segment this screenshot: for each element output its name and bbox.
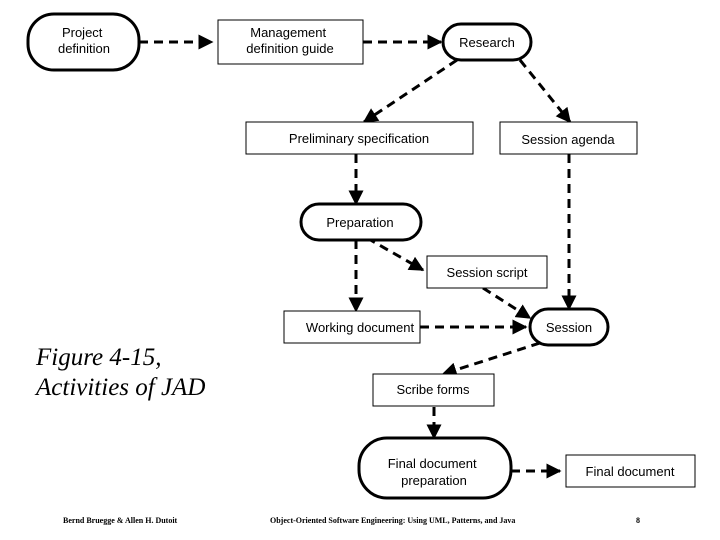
node-preparation [299, 202, 423, 242]
label-management-guide: Management definition guide [246, 25, 333, 56]
arrow-research-to-agenda [518, 59, 572, 124]
node-session [528, 307, 610, 347]
figure-caption: Figure 4-15, Activities of JAD [36, 343, 205, 403]
node-preliminary-spec [245, 121, 474, 155]
label-final-doc-prep: Final document preparation [388, 456, 481, 488]
footer-page-number: 8 [636, 516, 640, 525]
label-final-document: Final document [586, 464, 675, 479]
node-project-definition [26, 12, 141, 72]
label-preparation: Preparation [326, 215, 393, 230]
caption-line-2: Activities of JAD [36, 374, 206, 401]
footer-book-title: Object-Oriented Software Engineering: Us… [270, 516, 516, 525]
node-final-doc-prep [357, 436, 513, 500]
arrow-script-to-session [482, 286, 532, 320]
label-scribe-forms: Scribe forms [397, 382, 470, 397]
node-management-guide [217, 19, 364, 65]
label-preliminary-spec: Preliminary specification [289, 131, 429, 146]
node-scribe-forms [372, 373, 495, 407]
arrow-research-to-prelim [362, 58, 458, 124]
label-research: Research [459, 35, 515, 50]
node-session-agenda [499, 121, 638, 155]
footer-authors: Bernd Bruegge & Allen H. Dutoit [63, 516, 178, 525]
node-research [441, 22, 533, 62]
node-session-script [426, 255, 548, 289]
label-session: Session [546, 320, 592, 335]
caption-line-1: Figure 4-15, [36, 344, 162, 371]
label-session-agenda: Session agenda [521, 132, 615, 147]
node-working-document [283, 310, 421, 344]
label-session-script: Session script [447, 265, 528, 280]
arrow-preparation-to-script [366, 236, 425, 272]
label-working-document: Working document [306, 320, 415, 335]
arrow-session-to-scribe [441, 341, 541, 378]
label-project-definition: Project definition [58, 25, 110, 56]
node-final-document [565, 454, 696, 488]
